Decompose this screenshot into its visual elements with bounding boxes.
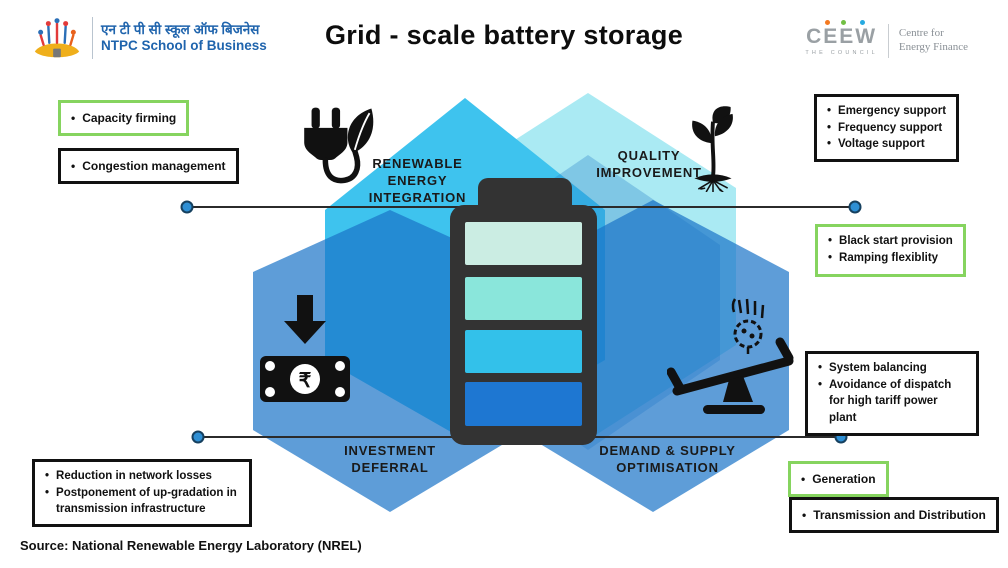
- battery-icon: [450, 178, 597, 445]
- callout-transmission-distribution: Transmission and Distribution: [789, 497, 999, 533]
- label-renewable-energy-integration: RENEWABLE ENERGY INTEGRATION: [368, 156, 467, 205]
- battery-cell-4: [465, 382, 582, 426]
- seesaw-with-falling-coin-icon: [667, 298, 794, 414]
- ntpc-logo: एन टी पी सी स्कूल ऑफ बिजनेस NTPC School …: [30, 13, 267, 63]
- ceew-dot-orange-icon: [825, 20, 831, 25]
- callout-item: Transmission and Distribution: [813, 508, 986, 522]
- callout-item: Voltage support: [838, 138, 925, 151]
- callout-item: Frequency support: [838, 121, 943, 134]
- ceew-dot-green-icon: [841, 20, 847, 25]
- callout-network-losses: Reduction in network losses Postponement…: [32, 459, 252, 528]
- battery-body: [450, 205, 597, 445]
- callout-item: Generation: [812, 472, 876, 486]
- rupee-symbol: ₹: [299, 370, 312, 392]
- cash-inflow-rupee-note-icon: ₹: [260, 295, 350, 402]
- logo-divider: [92, 17, 93, 59]
- ceew-logo: CEEW THE COUNCIL Centre for Energy Finan…: [805, 20, 968, 58]
- plug-with-leaf-icon: [304, 107, 374, 184]
- battery-cell-2: [465, 277, 582, 320]
- callout-item: Avoidance of dispatch for high tariff po…: [829, 378, 952, 425]
- callout-item: System balancing: [829, 362, 927, 374]
- callout-grid-support: Emergency support Frequency support Volt…: [814, 94, 960, 163]
- ntpc-english-name: NTPC School of Business: [101, 38, 267, 53]
- callout-item: Capacity firming: [82, 111, 177, 125]
- label-demand-supply-optimisation: DEMAND & SUPPLY OPTIMISATION: [599, 443, 736, 475]
- callout-item: Reduction in network losses: [56, 470, 212, 482]
- callout-system-balancing: System balancing Avoidance of dispatch f…: [805, 351, 979, 436]
- sapling-with-roots-icon: [692, 106, 733, 192]
- ceew-tagline-line1: Centre for: [898, 27, 944, 40]
- connector-dot-top-left: [180, 200, 194, 214]
- callout-item: Congestion management: [82, 159, 226, 173]
- callout-generation: Generation: [788, 461, 889, 497]
- connector-dot-top-right: [848, 200, 862, 214]
- callout-congestion-management: Congestion management: [58, 148, 239, 184]
- ntpc-hindi-name: एन टी पी सी स्कूल ऑफ बिजनेस: [101, 22, 260, 38]
- source-attribution: Source: National Renewable Energy Labora…: [20, 538, 362, 553]
- callout-black-start: Black start provision Ramping flexiblity: [815, 224, 966, 277]
- label-investment-deferral: INVESTMENT DEFERRAL: [344, 443, 436, 475]
- ceew-dot-blue-icon: [860, 20, 866, 25]
- battery-cell-1: [465, 222, 582, 265]
- callout-item: Ramping flexiblity: [839, 252, 939, 265]
- ceew-brand-text: CEEW: [806, 25, 878, 48]
- ntpc-emblem-icon: [34, 18, 80, 58]
- logo-divider: [887, 24, 889, 58]
- ceew-tagline-line2: Energy Finance: [898, 41, 968, 53]
- battery-cell-3: [465, 330, 582, 373]
- callout-capacity-firming: Capacity firming: [58, 100, 190, 136]
- ceew-subbrand-text: THE COUNCIL: [805, 50, 878, 56]
- callout-item: Emergency support: [838, 105, 947, 117]
- callout-item: Black start provision: [839, 235, 953, 247]
- label-quality-improvement: QUALITY IMPROVEMENT: [596, 148, 702, 180]
- connector-dot-bottom-left: [191, 430, 205, 444]
- page-title: Grid - scale battery storage: [324, 20, 684, 50]
- callout-item: Postponement of up-gradation in transmis…: [56, 486, 237, 516]
